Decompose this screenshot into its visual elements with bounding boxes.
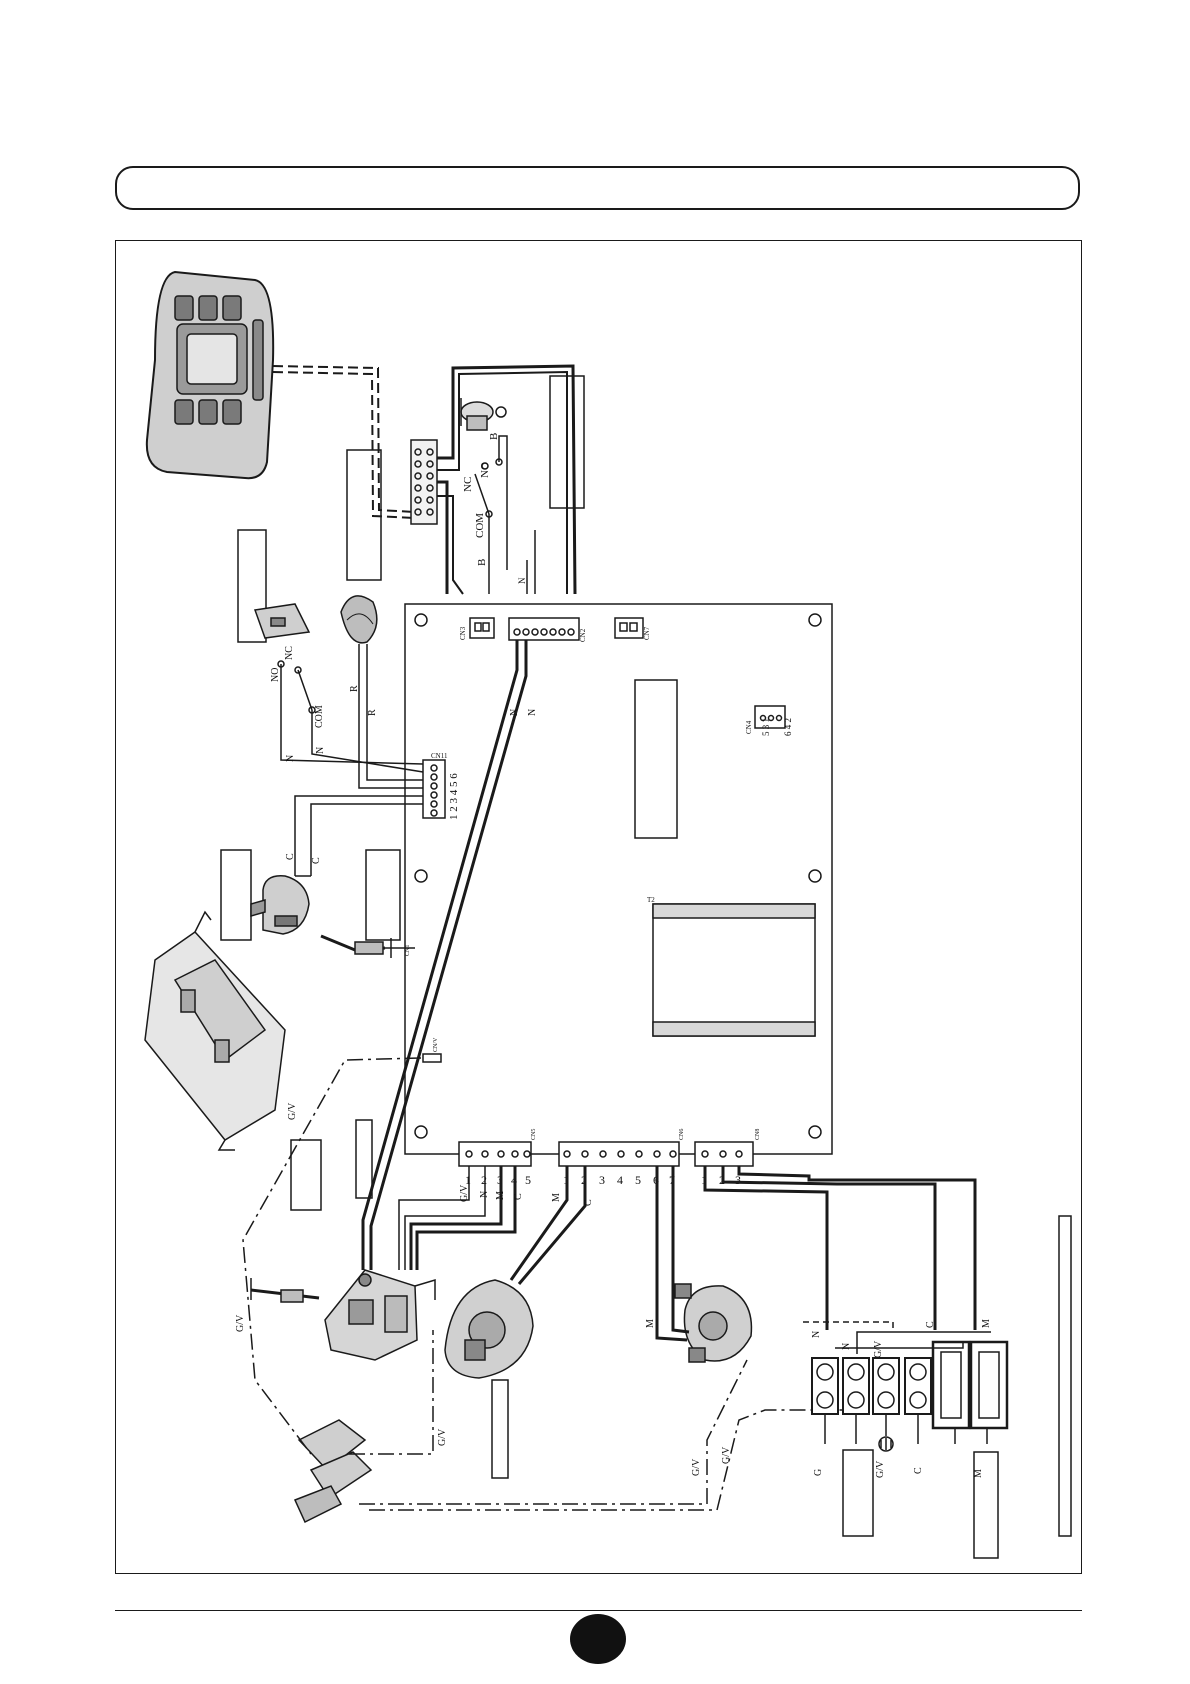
- connector-label-cngv: CN/V: [433, 1037, 439, 1052]
- burner-assembly-icon: [144, 910, 286, 1151]
- wire-label-g: G: [813, 1469, 824, 1476]
- label-box: [365, 849, 401, 941]
- wire-label-c: C: [311, 857, 322, 864]
- wire-label-n: N: [315, 747, 326, 754]
- title-bar: [115, 166, 1080, 210]
- earth-symbol-icon: [878, 1436, 894, 1452]
- switch-label-nc: NC: [462, 477, 474, 492]
- wire-label-gv: G/V: [437, 1428, 448, 1446]
- switch-label-no: NO: [270, 668, 281, 682]
- terminal-block: [410, 439, 438, 525]
- flame-detection-electrode-icon: [250, 1278, 320, 1303]
- cn8-pin: 3: [735, 1173, 741, 1187]
- switch-label-com: COM: [474, 513, 486, 538]
- label-box: [973, 1451, 999, 1559]
- label-box: [842, 1449, 874, 1537]
- wire-label-m: M: [645, 1319, 656, 1328]
- fan-icon: [444, 1279, 534, 1379]
- connector-label-cn2: CN2: [579, 628, 587, 642]
- switch-label-com: COM: [314, 705, 325, 728]
- wire-label-gv: G/V: [873, 1340, 884, 1358]
- ignition-electrode-icon: [320, 934, 415, 958]
- wire-label-gv: G/V: [875, 1460, 886, 1478]
- switch-label-no: NO: [479, 462, 491, 478]
- wire-label-c: C: [583, 1199, 594, 1206]
- remote-control-icon: [145, 270, 275, 480]
- transformer: [652, 903, 816, 1037]
- diagram-frame: [115, 240, 1082, 1574]
- label-box: [1058, 1215, 1072, 1537]
- wire-label-n: N: [285, 755, 296, 762]
- wire-label-gv: G/V: [287, 1102, 298, 1120]
- cn6-pin: 3: [599, 1173, 605, 1187]
- switch-label-b: B: [488, 433, 500, 440]
- wire-label-gv: G/V: [721, 1446, 732, 1464]
- flame-sensor-bracket-icon: [293, 1419, 373, 1524]
- wire-label-c: C: [285, 853, 296, 860]
- wire-label-m: M: [551, 1193, 562, 1202]
- wire-label-m: M: [981, 1319, 992, 1328]
- remote-cable: [272, 365, 416, 513]
- wire-label-n: N: [517, 577, 527, 584]
- dhw-microswitch-icon: [253, 603, 424, 773]
- cn4-pins-top: 5 3 1: [761, 718, 771, 736]
- wire-label-r: R: [349, 685, 360, 692]
- wire-label-gv: G/V: [459, 1184, 470, 1202]
- label-box: [346, 449, 382, 581]
- label-box: [355, 1119, 373, 1199]
- footer-rule: [115, 1610, 1082, 1611]
- cn6-pin: 5: [635, 1173, 641, 1187]
- connector-label-cn3: CN3: [459, 626, 467, 640]
- pressure-switch-icon: [460, 398, 507, 431]
- wire-label-c: C: [513, 1193, 524, 1200]
- pump-icon: [674, 1283, 753, 1363]
- wire-label-r: R: [367, 709, 378, 716]
- cn5-pin: 2: [481, 1173, 487, 1187]
- wire-label-m: M: [495, 1191, 506, 1200]
- cn4-pins-bottom: 6 4 2: [783, 718, 793, 736]
- wire-label-gv: G/V: [691, 1458, 702, 1476]
- connector-label-cn11: CN11: [431, 752, 448, 760]
- switch-label-nc: NC: [284, 646, 295, 660]
- label-box: [290, 1139, 322, 1211]
- wiring-diagram: NO B NC COM B N: [144, 270, 1072, 1559]
- cn6-pin: 4: [617, 1173, 623, 1187]
- wire-label-n: N: [841, 1343, 852, 1350]
- connector-label-cn1: CN1: [405, 945, 411, 956]
- connector-label-cn8: CN8: [755, 1129, 761, 1140]
- wire-label-n: N: [527, 709, 538, 716]
- label-box: [237, 529, 267, 643]
- connector-label-cn7: CN7: [643, 626, 651, 640]
- cn5-pin: 5: [525, 1173, 531, 1187]
- wire-label-b: B: [476, 559, 488, 566]
- cn11-pins: 1 2 3 4 5 6: [448, 773, 460, 820]
- connector-label-cn6: CN6: [679, 1129, 685, 1140]
- wire-label-n: N: [479, 1191, 490, 1198]
- diverter-valve-icon: [340, 595, 423, 789]
- wire-label-n: N: [509, 709, 520, 716]
- wire-label-c: C: [913, 1467, 924, 1474]
- label-box: [220, 849, 252, 941]
- flow-switch-icon: [474, 435, 536, 594]
- cn5-pin: 1: [465, 1173, 471, 1187]
- label-box: [491, 1379, 509, 1479]
- connector-label-cn4: CN4: [745, 720, 753, 734]
- wire-label-m: M: [973, 1469, 984, 1478]
- label-box: [634, 679, 678, 839]
- wire-label-c: C: [925, 1321, 936, 1328]
- safety-thermostat-icon: [250, 875, 310, 935]
- page-number-dot: [570, 1614, 626, 1664]
- gas-valve-icon: [324, 1269, 436, 1361]
- connector-label-t2: T2: [647, 896, 655, 904]
- connector-label-cn5: CN5: [531, 1129, 537, 1140]
- mains-terminal-strip: [811, 1331, 1009, 1430]
- wire-label-n: N: [811, 1331, 822, 1338]
- pcb-board: [404, 603, 833, 1167]
- wire-label-gv: G/V: [235, 1314, 246, 1332]
